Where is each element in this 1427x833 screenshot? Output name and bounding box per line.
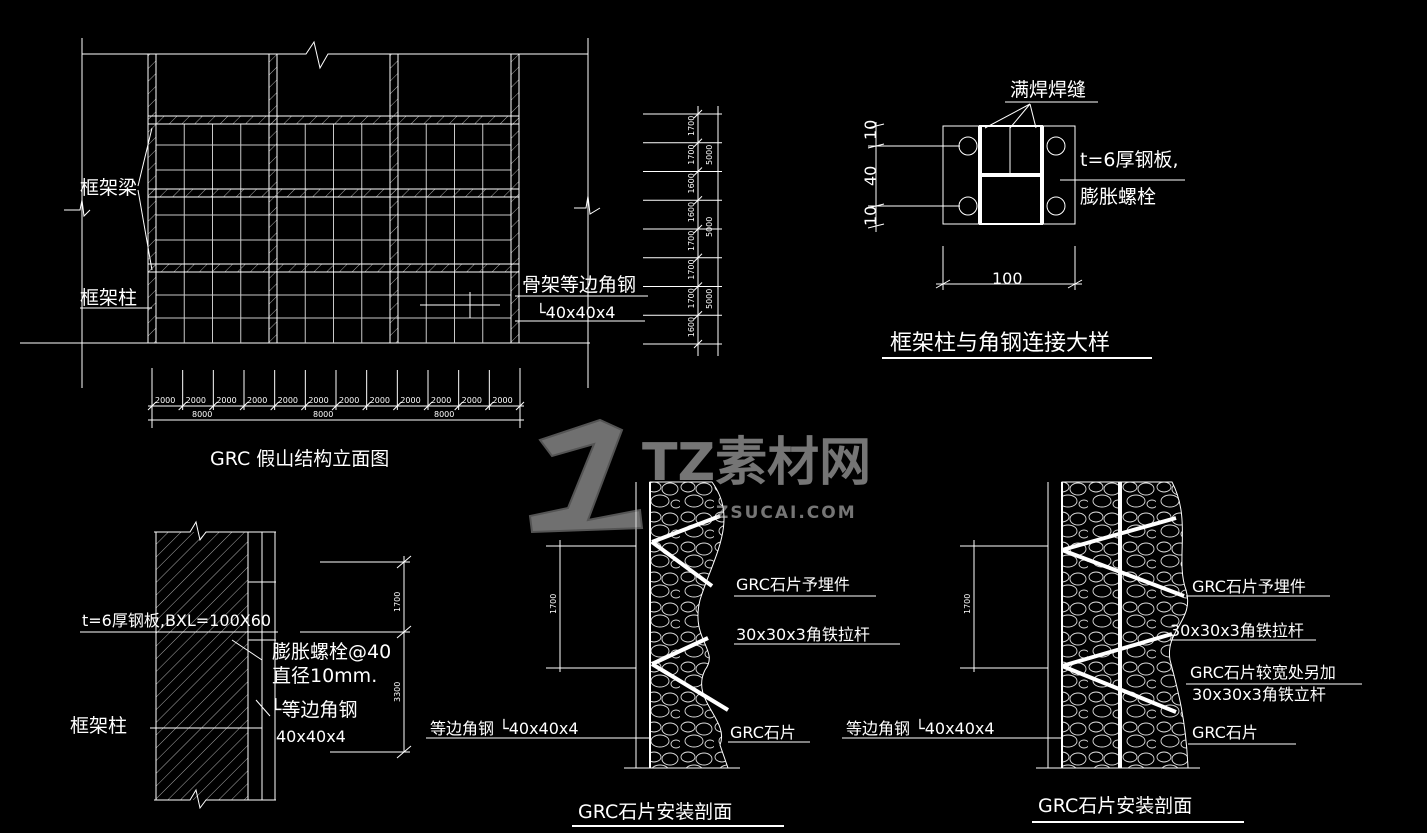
label-frame-column: 框架柱 <box>80 287 137 309</box>
beam-leader <box>137 127 153 187</box>
elevation-grid <box>156 124 511 343</box>
detail-dim-mid: 40 <box>861 166 880 186</box>
frame-beam-1 <box>147 115 520 125</box>
label-plate-size: t=6厚钢板,BXL=100X60 <box>82 611 271 630</box>
bay-dim-4: 2000 <box>247 396 267 405</box>
right-label-tie: 30x30x3角铁拉杆 <box>1170 621 1304 640</box>
span-dimension-labels: 8000 8000 8000 <box>192 410 454 419</box>
mid-label-embed: GRC石片予埋件 <box>736 575 850 594</box>
watermark: TZ素材网 ZSUCAI.COM <box>528 418 871 534</box>
bay-dim-8: 2000 <box>370 396 390 405</box>
bay-dim-3: 2000 <box>216 396 236 405</box>
mid-label-tie: 30x30x3角铁拉杆 <box>736 625 870 644</box>
mid-dim: 1700 <box>549 594 558 614</box>
mid-label-stone: GRC石片 <box>730 723 796 742</box>
bay-dim-7: 2000 <box>339 396 359 405</box>
right-label-wide2: 30x30x3角铁立杆 <box>1192 685 1326 704</box>
label-angle-steel: 骨架等边角钢 <box>522 274 636 296</box>
right-small-dim-8: 1600 <box>687 317 696 337</box>
right-small-dim-4: 1600 <box>687 202 696 222</box>
label-bolt-spacing: 膨胀螺栓@40 <box>272 641 391 663</box>
span-dim-1: 8000 <box>192 410 212 419</box>
mid-section-title: GRC石片安装剖面 <box>578 801 732 823</box>
bay-dim-5: 2000 <box>278 396 298 405</box>
span-dim-3: 8000 <box>434 410 454 419</box>
bay-dim-11: 2000 <box>462 396 482 405</box>
elevation-title: GRC 假山结构立面图 <box>210 448 389 470</box>
label-equal-angle-size: 40x40x4 <box>276 727 346 746</box>
right-small-dim-7: 1700 <box>687 288 696 308</box>
frame-beam-2 <box>147 188 520 198</box>
span-dim-2: 8000 <box>313 410 333 419</box>
left-dim-3300: 3300 <box>393 682 402 702</box>
detail-dim-bottom: 10 <box>861 206 880 226</box>
label-expansion-bolt: 膨胀螺栓 <box>1080 186 1156 208</box>
frame-column-3 <box>389 53 399 344</box>
frame-column-4 <box>510 53 520 344</box>
elevation-drawing <box>20 38 722 428</box>
right-large-dim-1: 5000 <box>705 145 714 165</box>
bay-dim-1: 2000 <box>155 396 175 405</box>
right-label-angle: 等边角钢 └40x40x4 <box>846 718 995 738</box>
stone-section-mid <box>426 481 900 827</box>
bay-dim-2: 2000 <box>186 396 206 405</box>
connection-detail <box>867 101 1185 359</box>
mid-label-angle: 等边角钢 └40x40x4 <box>430 718 579 738</box>
bay-dim-10: 2000 <box>431 396 451 405</box>
right-small-dim-2: 1700 <box>687 144 696 164</box>
right-label-embed: GRC石片予埋件 <box>1192 577 1306 596</box>
watermark-url: ZSUCAI.COM <box>716 503 857 523</box>
bay-dim-6: 2000 <box>308 396 328 405</box>
label-steel-plate: t=6厚钢板, <box>1080 149 1179 171</box>
column-section <box>80 520 412 810</box>
detail-title: 框架柱与角钢连接大样 <box>890 331 1110 356</box>
frame-beam-3 <box>147 263 520 273</box>
right-dim: 1700 <box>963 594 972 614</box>
frame-column-2 <box>268 53 278 344</box>
right-small-dimension-labels: 1700 1700 1600 1600 1700 1700 1700 1600 <box>687 116 696 338</box>
label-equal-angle: └等边角钢 <box>270 697 357 721</box>
frame-columns <box>147 53 520 344</box>
label-bolt-diameter: 直径10mm. <box>272 665 377 687</box>
right-small-dim-5: 1700 <box>687 231 696 251</box>
frame-column-1 <box>147 53 157 344</box>
right-section-title: GRC石片安装剖面 <box>1038 795 1192 817</box>
right-label-wide: GRC石片较宽处另加 <box>1190 663 1336 682</box>
right-large-dim-3: 5000 <box>705 289 714 309</box>
frame-beams <box>147 115 520 273</box>
left-dim-1700: 1700 <box>393 592 402 612</box>
right-label-stone: GRC石片 <box>1192 723 1258 742</box>
watermark-brand: TZ素材网 <box>642 433 871 493</box>
right-large-dimension-labels: 5000 5000 5000 <box>705 145 714 309</box>
bay-dim-9: 2000 <box>400 396 420 405</box>
right-small-dim-1: 1700 <box>687 116 696 136</box>
bay-dimension-labels: 2000 2000 2000 2000 2000 2000 2000 2000 2000 2000… <box>155 396 513 405</box>
label-column-left: 框架柱 <box>70 715 127 737</box>
label-angle-size: └40x40x4 <box>536 302 615 322</box>
right-large-dim-2: 5000 <box>705 217 714 237</box>
bay-dim-12: 2000 <box>492 396 512 405</box>
label-frame-beam: 框架梁 <box>80 177 137 199</box>
right-small-dim-6: 1700 <box>687 259 696 279</box>
detail-dim-top: 10 <box>861 120 880 140</box>
watermark-logo-icon <box>528 418 644 534</box>
label-weld: 满焊焊缝 <box>1010 79 1086 101</box>
stone-section-right <box>842 481 1362 823</box>
right-small-dim-3: 1600 <box>687 173 696 193</box>
detail-dim-width: 100 <box>992 269 1023 288</box>
